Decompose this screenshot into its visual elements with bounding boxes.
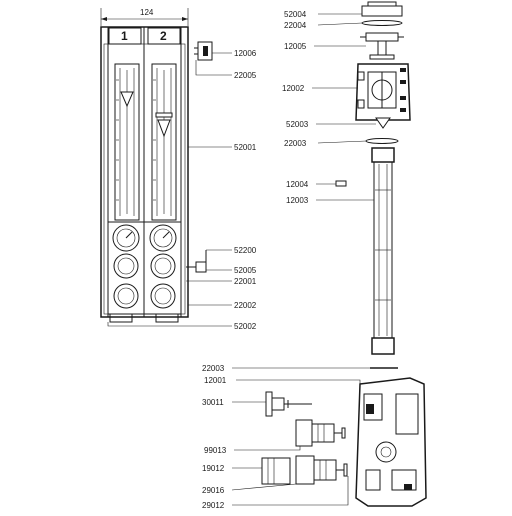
valve-block (355, 63, 411, 121)
valve-knob (186, 250, 207, 273)
right-rail (180, 26, 189, 318)
part-label-12002: 12002 (282, 84, 305, 93)
gauge-panel (107, 221, 182, 315)
channel-2-number: 2 (160, 29, 167, 43)
left-rail (100, 26, 109, 318)
gauge-1-top (112, 224, 140, 252)
o-ring-mid (365, 138, 399, 144)
pin-part (335, 180, 347, 187)
tube-right (151, 63, 177, 221)
base-body (355, 377, 427, 507)
width-dimension: 124 (100, 8, 189, 26)
o-ring-top (361, 20, 403, 26)
fitting-upper (295, 419, 346, 447)
float-left (120, 91, 134, 108)
tube-exploded-view (335, 1, 411, 355)
gauge-1-mid (113, 253, 139, 279)
part-label-22001: 22001 (234, 277, 257, 286)
part-label-22004: 22004 (284, 21, 307, 30)
gauge-2-bottom (150, 283, 176, 309)
channel-2-header (147, 27, 181, 45)
part-label-52004: 52004 (284, 10, 307, 19)
part-label-52005: 52005 (234, 266, 257, 275)
tube-left (114, 63, 140, 221)
scale-ticks (116, 79, 156, 201)
fitting-lower (261, 455, 348, 485)
spider-part (360, 32, 404, 60)
cap-part (361, 5, 403, 17)
part-label-19012: 19012 (202, 464, 225, 473)
part-label-12001: 12001 (204, 376, 227, 385)
flowmeter-assembly: 124 1 2 (100, 8, 213, 323)
part-label-22005: 22005 (234, 71, 257, 80)
base-foot-right (155, 313, 179, 323)
float-part (375, 117, 391, 129)
part-label-52001: 52001 (234, 143, 257, 152)
gauges (112, 224, 177, 309)
part-label-52002: 52002 (234, 322, 257, 331)
part-label-29012: 29012 (202, 501, 225, 510)
part-label-52200: 52200 (234, 246, 257, 255)
part-label-12006: 12006 (234, 49, 257, 58)
float-right (157, 119, 171, 138)
part-label-12005: 12005 (284, 42, 307, 51)
part-label-99013: 99013 (204, 446, 227, 455)
gauge-2-top (149, 224, 177, 252)
leader-lines (107, 13, 376, 506)
base-foot-left (109, 313, 133, 323)
base-block-exploded (261, 367, 427, 507)
part-label-12003: 12003 (286, 196, 309, 205)
glass-tube-part (371, 147, 395, 355)
part-number-labels: 12006 22005 52001 52200 52005 22001 2200… (202, 10, 309, 510)
part-label-29016: 29016 (202, 486, 225, 495)
gauge-1-bottom (113, 283, 139, 309)
part-label-30011: 30011 (202, 398, 224, 407)
float-cap-right (155, 112, 173, 118)
channel-1-header (108, 27, 142, 45)
part-label-22003-top: 22003 (284, 139, 307, 148)
part-label-52003: 52003 (286, 120, 309, 129)
width-dimension-value: 124 (140, 8, 154, 17)
part-label-22003-bottom: 22003 (202, 364, 225, 373)
regulator-part (265, 391, 312, 417)
side-clip (194, 41, 213, 61)
channel-1-number: 1 (121, 29, 128, 43)
part-label-22002: 22002 (234, 301, 257, 310)
gauge-2-mid (150, 253, 176, 279)
part-label-12004: 12004 (286, 180, 309, 189)
